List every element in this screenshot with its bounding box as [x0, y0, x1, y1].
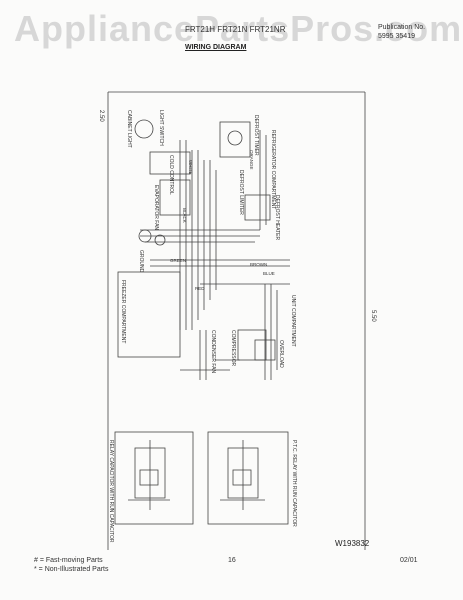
defrost-timer-label: DEFROST TIMER	[253, 115, 259, 156]
figure-number: W193832	[335, 539, 370, 548]
legend-fast-moving: # = Fast-moving Parts	[34, 557, 103, 564]
defrost-timer-dial	[227, 130, 243, 146]
ground-screw-symbol	[138, 229, 152, 243]
model-title: FRT21H FRT21N FRT21NR	[185, 25, 286, 34]
unit-compartment-label: UNIT COMPARTMENT	[290, 295, 296, 347]
wire-blue-label: BLUE	[263, 271, 275, 276]
evaporator-fan-box	[159, 179, 191, 216]
section-title: WIRING DIAGRAM	[185, 44, 247, 51]
dimension-right-label: 5.50	[370, 310, 376, 322]
ptc-relay-box	[207, 431, 289, 525]
cold-control-box	[149, 151, 191, 175]
publication-label: Publication No.	[378, 24, 426, 31]
compressor-box	[237, 329, 267, 361]
dimension-top-label: 2.50	[98, 110, 104, 122]
compressor-label: COMPRESSOR	[230, 330, 236, 367]
freezer-compartment-label: FREEZER COMPARTMENT	[120, 280, 126, 343]
defrost-heater-label: DEFROST HEATER	[274, 195, 280, 240]
overload-box	[254, 339, 276, 361]
defrost-timer-box	[219, 121, 251, 158]
wire-orange-label: ORANGE	[249, 150, 254, 170]
wire-black-label: BLACK	[182, 208, 187, 223]
wire-brown-label: BROWN	[250, 262, 267, 267]
overload-label: OVERLOAD	[278, 340, 284, 368]
publication-number: 5995 35419	[378, 33, 415, 40]
light-switch-label: LIGHT SWITCH	[158, 110, 164, 146]
legend-non-illustrated: * = Non-Illustrated Parts	[34, 566, 109, 573]
connector-symbol	[154, 234, 166, 246]
cabinet-light-symbol	[134, 119, 154, 139]
freezer-compartment-box	[117, 271, 181, 358]
cabinet-light-label: CABINET LIGHT	[126, 110, 132, 148]
revision-date: 02/01	[400, 557, 418, 564]
ptc-relay-box-label: P.T.C. RELAY WITH RUN CAPACITOR	[291, 440, 297, 527]
relay-capacitor-box	[114, 431, 194, 525]
condenser-fan-label: CONDENSER FAN	[210, 330, 216, 373]
watermark: AppliancePartsPros.com	[14, 8, 463, 49]
defrost-heater-box	[244, 194, 271, 221]
relay-capacitor-box-label: RELAY CAPACITOR WITH RUN CAPACITOR	[108, 440, 114, 543]
wire-green-label: GREEN	[170, 258, 186, 263]
page-number: 16	[228, 557, 236, 564]
wire-red-label: RED	[195, 286, 205, 291]
ground-label: GROUND	[138, 250, 144, 273]
wire-white-label: WHITE	[188, 160, 193, 175]
evaporator-fan-label: EVAPORATOR FAN	[153, 185, 159, 230]
cold-control-label: COLD CONTROL	[168, 155, 174, 195]
refrigerator-compartment-label: REFRIGERATOR COMPARTMENT	[270, 130, 276, 209]
defrost-limiter-label: DEFROST LIMITER	[238, 170, 244, 215]
